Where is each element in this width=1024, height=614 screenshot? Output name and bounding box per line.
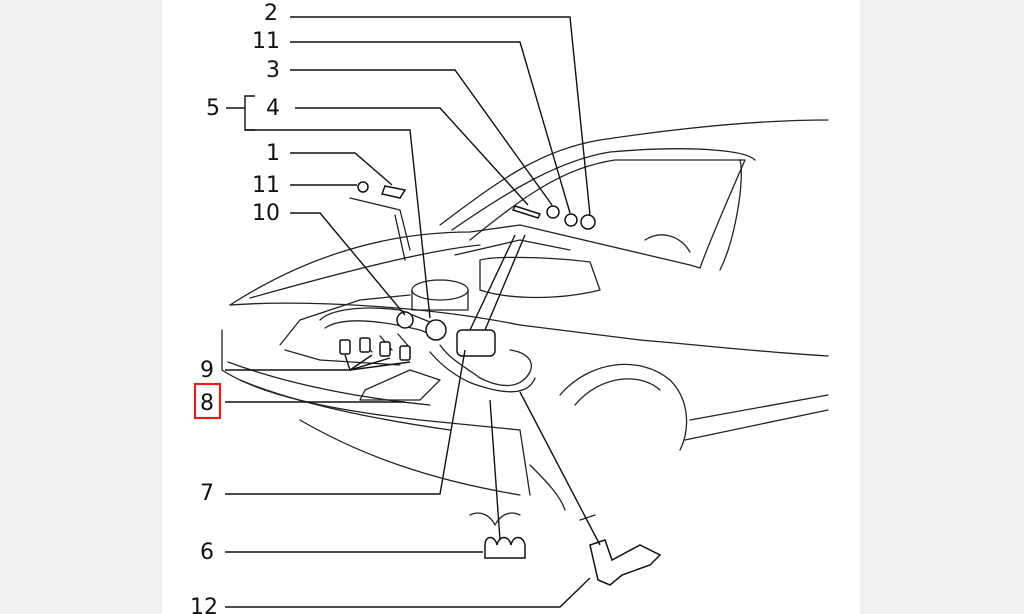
washer-part-11 (564, 213, 578, 227)
stud-part-4 (511, 205, 542, 219)
callout-11-top: 11 (252, 29, 280, 54)
callout-5: 5 (206, 96, 220, 121)
callout-8-highlight (193, 382, 222, 420)
bracket-part-12 (589, 539, 662, 586)
callout-9: 9 (200, 358, 214, 383)
bolt-part-1 (380, 185, 407, 199)
callout-4: 4 (266, 96, 280, 121)
distributor-cap (396, 311, 414, 329)
coil-body (456, 329, 496, 357)
callout-11-middle: 11 (252, 173, 280, 198)
ignition-harness (319, 307, 536, 393)
nut-part-3 (546, 205, 560, 219)
clip-part-6 (484, 536, 526, 559)
car-body-outline (221, 119, 829, 511)
callout-12: 12 (190, 595, 218, 614)
callout-labels: 2 11 3 5 4 1 11 10 9 8 7 6 12 (190, 1, 280, 614)
callout-10: 10 (252, 201, 280, 226)
callout-2: 2 (264, 1, 278, 26)
leader-lines (225, 16, 601, 608)
distributor-body (425, 319, 447, 341)
nut-part-11 (357, 181, 369, 193)
callout-6: 6 (200, 540, 214, 565)
diagram-sheet (162, 0, 860, 614)
nut-part-2 (580, 214, 596, 230)
callout-1: 1 (266, 141, 280, 166)
callout-8: 8 (200, 391, 214, 416)
callout-3: 3 (266, 58, 280, 83)
hardware-parts (349, 181, 662, 586)
callout-7: 7 (200, 481, 214, 506)
